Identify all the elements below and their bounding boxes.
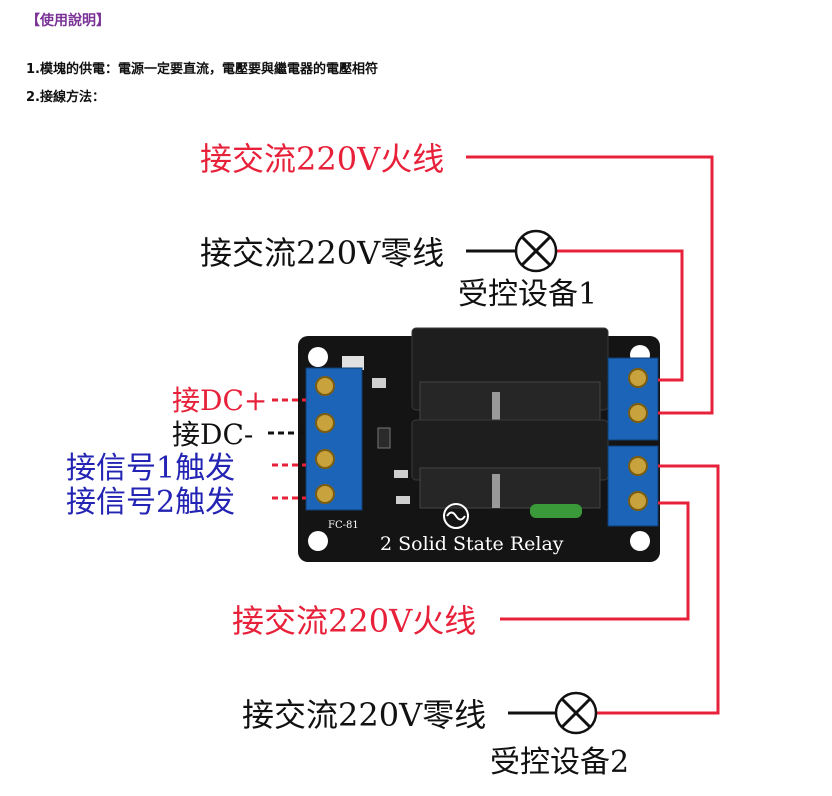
screw-icon: [315, 484, 335, 504]
instruction-line-2: 2.接線方法：: [26, 90, 105, 105]
wire-live-2: [500, 501, 690, 621]
mount-hole-br: [630, 531, 650, 551]
screw-icon: [628, 491, 648, 511]
terminal-block-right-2: [607, 445, 659, 527]
small-component: [342, 356, 364, 370]
screw-icon: [315, 376, 335, 396]
small-component: [377, 427, 391, 449]
ac-symbol-icon: [443, 503, 469, 529]
mount-hole-bl: [308, 531, 328, 551]
mount-hole-tl: [308, 347, 328, 367]
wire-device-2: [596, 464, 720, 715]
small-component: [396, 496, 410, 504]
relay-board: FC-81 2 Solid State Relay: [298, 327, 660, 562]
screw-icon: [628, 403, 648, 423]
device-2-icon: [554, 691, 598, 735]
label-signal-1: 接信号1触发: [66, 451, 235, 486]
wires: [268, 155, 720, 715]
device-1-icon: [514, 229, 558, 273]
board-model-label: FC-81: [328, 520, 359, 531]
wire-device-1: [556, 249, 684, 382]
board-name-label: 2 Solid State Relay: [380, 533, 564, 555]
ssr-module-1: [411, 327, 609, 426]
small-component: [394, 470, 408, 478]
label-neutral-2: 接交流220V零线: [242, 696, 486, 734]
screw-icon: [628, 456, 648, 476]
ac-wave-icon: [446, 511, 466, 521]
ssr-module-2: [411, 419, 609, 509]
screw-icon: [315, 449, 335, 469]
instruction-line-1: 1.模塊的供電：電源一定要直流，電壓要與繼電器的電壓相符: [26, 62, 378, 77]
label-signal-2: 接信号2触发: [66, 485, 235, 520]
screw-icon: [315, 413, 335, 433]
label-dc-minus: 接DC-: [172, 418, 253, 451]
label-device-1: 受控设备1: [458, 277, 597, 312]
label-live-1: 接交流220V火线: [200, 140, 444, 178]
terminal-block-right-1: [607, 357, 659, 441]
wire-live-1: [466, 155, 714, 415]
fuse-component: [530, 504, 582, 518]
label-live-2: 接交流220V火线: [232, 602, 476, 640]
label-device-2: 受控设备2: [490, 745, 629, 780]
small-component: [372, 378, 386, 388]
label-dc-plus: 接DC+: [172, 384, 267, 417]
terminal-block-left: [305, 367, 363, 511]
screw-icon: [628, 368, 648, 388]
label-neutral-1: 接交流220V零线: [200, 234, 444, 272]
section-header: 【使用說明】: [26, 13, 110, 29]
